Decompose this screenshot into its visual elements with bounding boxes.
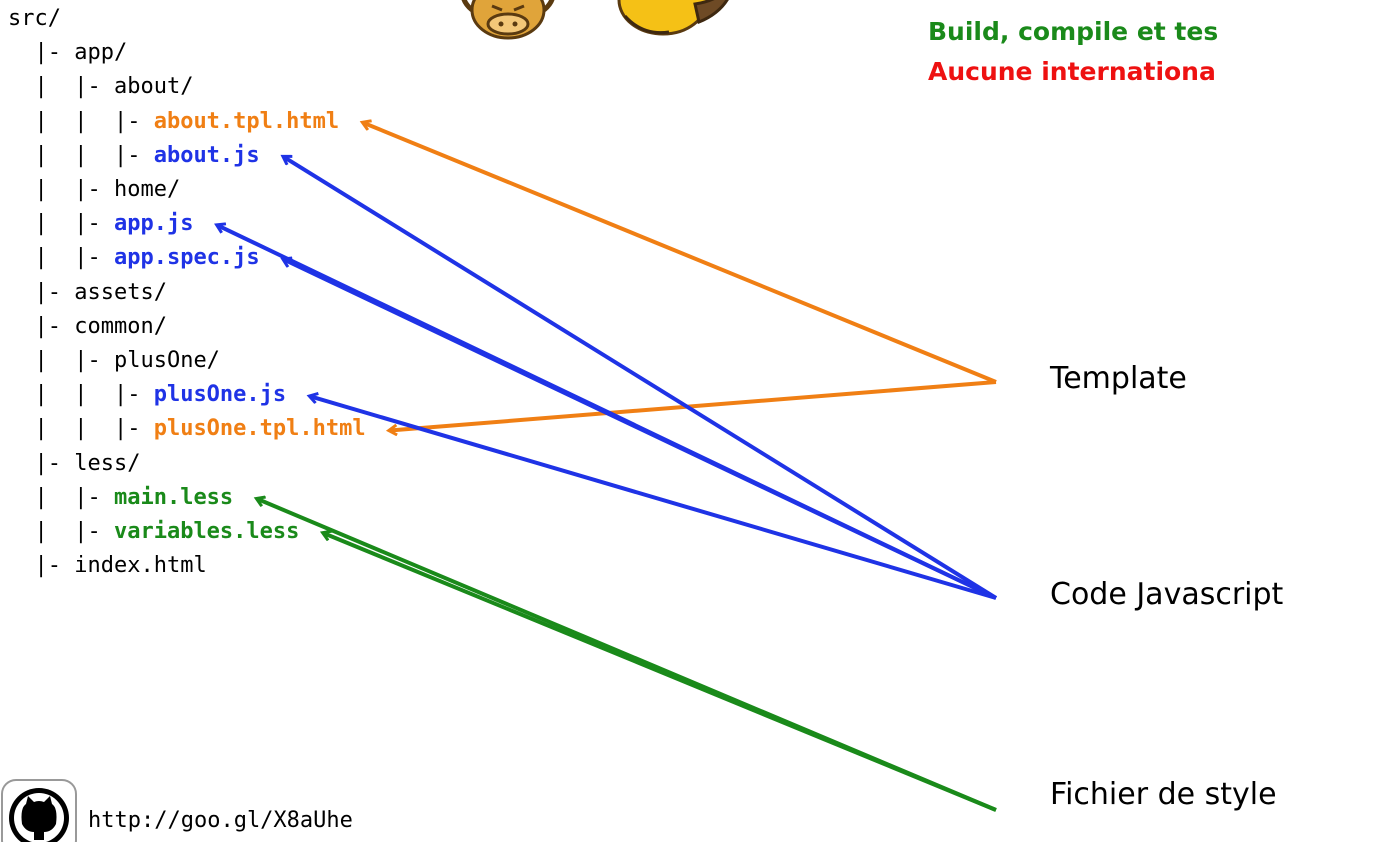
arrow-fichier-de-style-to-variables-less — [324, 533, 997, 812]
tree-prefix: |- — [8, 553, 75, 579]
tree-prefix: |- — [8, 40, 75, 66]
tree-prefix: | |- — [8, 484, 114, 510]
tree-entry-name[interactable]: app.spec.js — [113, 245, 260, 271]
tree-entry-name[interactable]: home/ — [113, 177, 181, 202]
tree-row: | |- app.js — [8, 207, 193, 241]
tree-entry-name[interactable]: plusOne.js — [153, 382, 287, 408]
tree-row: | | |- about.js — [8, 139, 260, 173]
tree-row: src/ — [8, 2, 61, 36]
tree-prefix: | |- — [8, 245, 114, 271]
tree-row: | |- home/ — [8, 173, 180, 207]
tree-prefix: | |- — [8, 211, 114, 237]
tree-prefix: |- — [8, 313, 75, 339]
tree-row: | | |- plusOne.tpl.html — [8, 412, 366, 446]
tree-entry-name[interactable]: about.tpl.html — [153, 108, 340, 134]
tree-row: | |- main.less — [8, 481, 233, 515]
tree-row: |- assets/ — [8, 276, 167, 310]
tree-entry-name[interactable]: plusOne/ — [113, 348, 220, 373]
arrow-code-javascript-to-app-spec-js — [284, 260, 997, 600]
tree-entry-name[interactable]: app/ — [74, 40, 128, 66]
arrow-template-to-plusOne-tpl-html — [390, 380, 997, 431]
tree-entry-name[interactable]: about.js — [153, 142, 260, 168]
label-template: Template — [1050, 361, 1187, 396]
tree-entry-name[interactable]: index.html — [74, 553, 207, 579]
tree-prefix: |- — [8, 450, 75, 476]
tree-row: | |- plusOne/ — [8, 344, 220, 378]
tree-entry-name[interactable]: main.less — [113, 484, 234, 510]
arrow-code-javascript-to-plusOne-js — [310, 396, 997, 600]
bower-bird-icon — [617, 0, 729, 36]
short-url-link[interactable]: http://goo.gl/X8aUhe — [88, 808, 353, 833]
tree-row: |- app/ — [8, 36, 127, 70]
tree-row: |- common/ — [8, 310, 167, 344]
tree-prefix: | |- — [8, 74, 114, 100]
tree-row: | | |- plusOne.js — [8, 378, 286, 412]
tree-entry-name[interactable]: assets/ — [74, 279, 167, 305]
tree-entry-name[interactable]: about/ — [113, 74, 194, 100]
tree-entry-name[interactable]: app.js — [113, 211, 194, 237]
tree-row: | | |- about.tpl.html — [8, 105, 339, 139]
tree-prefix: | | |- — [8, 382, 154, 408]
tree-row: | |- app.spec.js — [8, 241, 260, 275]
tree-entry-name[interactable]: common/ — [74, 313, 167, 339]
label-code-javascript: Code Javascript — [1050, 577, 1284, 612]
tree-prefix: | |- — [8, 177, 114, 202]
github-octocat-icon[interactable] — [0, 778, 78, 842]
headline-1: Build, compile et tes — [928, 17, 1219, 46]
tree-prefix: | | |- — [8, 108, 154, 134]
tree-row: |- less/ — [8, 447, 140, 481]
label-fichier-de-style: Fichier de style — [1050, 777, 1277, 812]
tree-prefix: | | |- — [8, 416, 154, 442]
tree-row: | |- variables.less — [8, 515, 299, 549]
headline-2: Aucune internationa — [928, 57, 1216, 86]
tree-entry-name[interactable]: variables.less — [113, 519, 300, 544]
tree-row: |- index.html — [8, 549, 207, 583]
arrow-template-to-about-tpl-html — [363, 123, 997, 384]
tree-prefix: src/ — [8, 6, 61, 31]
arrow-code-javascript-to-about-js — [284, 157, 998, 600]
tree-entry-name[interactable]: plusOne.tpl.html — [153, 416, 366, 442]
tree-entry-name[interactable]: less/ — [74, 450, 141, 476]
tree-prefix: | |- — [8, 348, 114, 373]
grunt-boar-icon — [461, 0, 555, 40]
tree-prefix: | |- — [8, 519, 114, 544]
tree-prefix: |- — [8, 279, 75, 305]
tree-prefix: | | |- — [8, 142, 154, 168]
tree-row: | |- about/ — [8, 70, 193, 104]
